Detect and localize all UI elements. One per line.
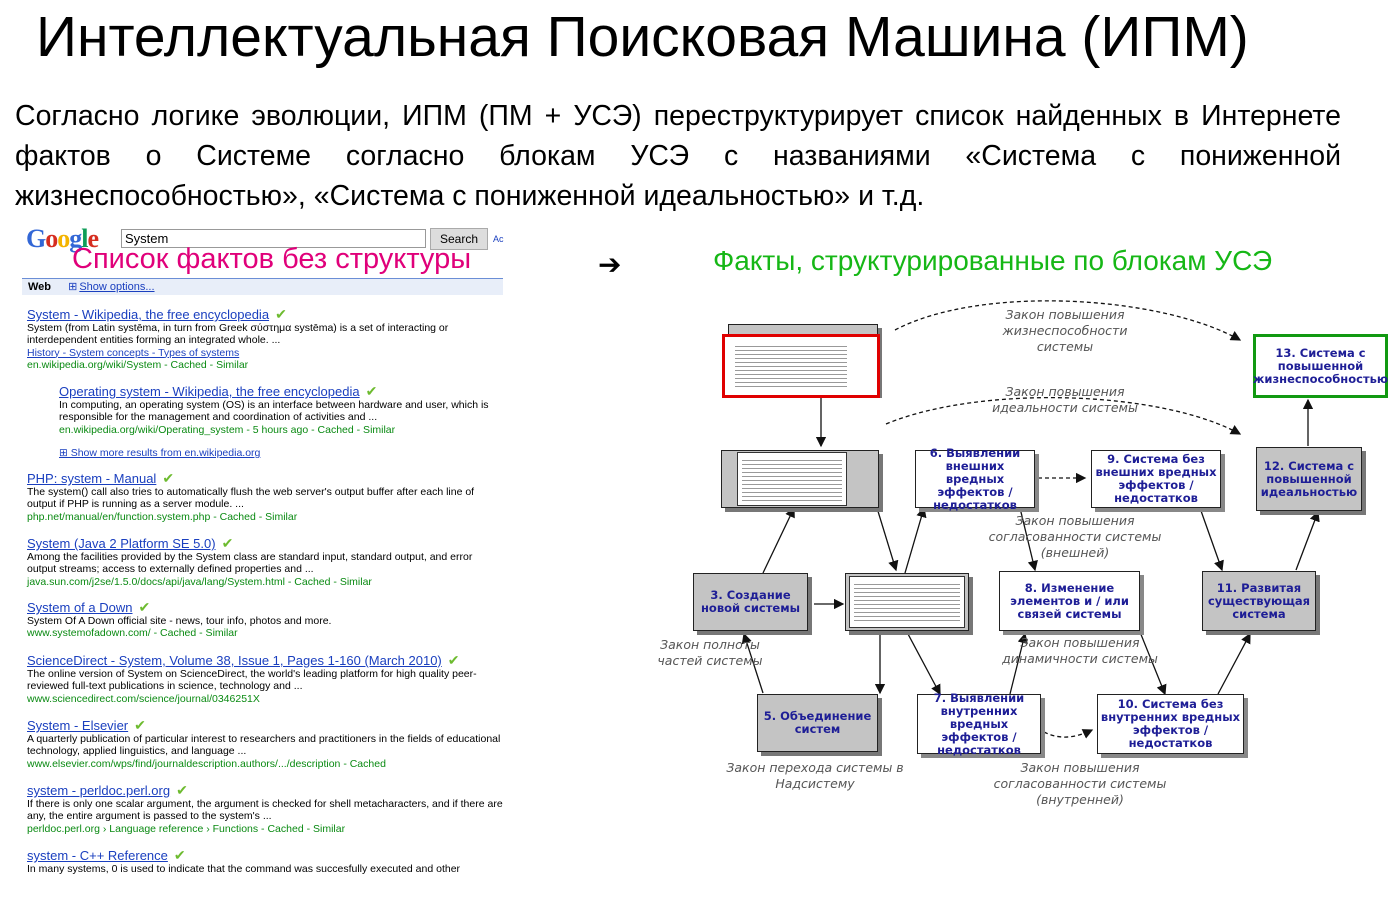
law-internal-consistency: Закон повышения согласованности системы … [993,760,1167,807]
left-heading: Список фактов без структуры [72,243,472,275]
result-title-link[interactable]: System - Elsevier✔ [27,717,146,734]
search-result: system - C++ Reference✔In many systems, … [27,847,503,876]
result-snippet: System Of A Down official site - news, t… [27,615,332,627]
result-snippet: In computing, an operating system (OS) i… [59,399,489,424]
arrow-3-2 [762,506,795,574]
star-icon[interactable]: ✔ [365,383,378,399]
results-bar: Web ⊞Show options... [22,278,503,295]
slide-title: Интеллектуальная Поисковая Машина (ИПМ) [36,5,1249,69]
arrow-right-icon: ➔ [598,249,622,280]
result-snippet: The online version of System on ScienceD… [27,668,477,693]
result-snippet: If there is only one scalar argument, th… [27,798,503,823]
thumbnail-2 [737,452,847,506]
star-icon[interactable]: ✔ [162,470,175,486]
red-highlight-thumbnail [722,334,880,398]
arrow-6-8 [1019,507,1038,572]
show-more-results-link[interactable]: ⊞ Show more results from en.wikipedia.or… [59,447,261,459]
arrow-9-11 [1199,507,1224,572]
advanced-search-link[interactable]: Ac [493,234,504,244]
law-external-consistency: Закон повышения согласованности системы … [988,513,1162,560]
show-options-link[interactable]: Show options... [79,281,155,293]
result-snippet: The system() call also tries to automati… [27,486,475,511]
arrow-5-3 [741,632,764,694]
box-9: 9. Система без внешних вредных эффектов … [1091,450,1221,508]
arrow-7-10 [1043,729,1094,739]
thumbnail-4 [849,576,965,628]
result-snippet: A quarterly publication of particular in… [27,733,501,758]
result-title-link[interactable]: System - Wikipedia, the free encyclopedi… [27,306,287,323]
search-result: Operating system - Wikipedia, the free e… [59,384,503,436]
plus-icon[interactable]: ⊞ [68,281,78,293]
search-result: System (Java 2 Platform SE 5.0)✔Among th… [27,536,503,588]
search-button[interactable]: Search [430,228,488,250]
result-url: www.elsevier.com/wps/find/journaldescrip… [27,757,386,770]
box-11: 11. Развитая существующая система [1202,571,1316,631]
right-heading: Факты, структурированные по блокам УСЭ [713,245,1273,276]
arrow-4-7 [907,633,941,696]
star-icon[interactable]: ✔ [176,782,188,798]
box-7: 7. Выявлении внутренних вредных эффектов… [917,691,1041,756]
search-result: System of a Down✔System Of A Down offici… [27,600,503,640]
box-8: 8. Изменение элементов и / или связей си… [999,571,1140,631]
result-url: en.wikipedia.org/wiki/Operating_system -… [59,423,396,436]
box-13: 13. Система с повышенной жизнеспособност… [1253,334,1388,398]
arrow-1-13 [894,300,1242,341]
arrow-2-12 [885,396,1242,435]
result-url: java.sun.com/j2se/1.5.0/docs/api/java/la… [27,575,372,588]
result-title-link[interactable]: ScienceDirect - System, Volume 38, Issue… [27,652,460,669]
search-result: PHP: system - Manual✔The system() call a… [27,471,503,523]
result-snippet: System (from Latin systēma, in turn from… [27,322,449,347]
web-label: Web [28,281,52,293]
star-icon[interactable]: ✔ [221,535,234,551]
result-title-link[interactable]: System of a Down✔ [27,599,151,616]
result-url: www.sciencedirect.com/science/journal/03… [27,692,260,705]
result-snippet: In many systems, 0 is used to indicate t… [27,863,461,875]
search-result: System - Elsevier✔A quarterly publicatio… [27,718,503,770]
search-result: system - perldoc.perl.org✔If there is on… [27,783,503,835]
result-url: perldoc.perl.org › Language reference › … [27,822,346,835]
result-snippet: Among the facilities provided by the Sys… [27,551,473,576]
box-12: 12. Система с повышенной идеальностью [1256,447,1362,511]
star-icon[interactable]: ✔ [275,306,287,322]
law-viability: Закон повышения жизнеспособности системы [1002,307,1128,354]
result-title-link[interactable]: system - perldoc.perl.org✔ [27,782,188,799]
arrow-4-6 [904,506,927,574]
star-icon[interactable]: ✔ [447,652,460,668]
search-result: System - Wikipedia, the free encyclopedi… [27,307,503,371]
intro-paragraph: Согласно логике эволюции, ИПМ (ПМ + УСЭ)… [15,100,1341,212]
law-completeness: Закон полноты частей системы [657,637,763,668]
star-icon[interactable]: ✔ [138,599,151,615]
search-result: ⊞ Show more results from en.wikipedia.or… [59,447,503,459]
star-icon[interactable]: ✔ [173,847,186,863]
law-ideality: Закон повышения идеальности системы [992,384,1138,415]
box-10: 10. Система без внутренних вредных эффек… [1097,694,1244,754]
result-sublinks[interactable]: History - System concepts - Types of sys… [27,346,240,359]
arrow-7-8 [1009,632,1028,695]
result-url: php.net/manual/en/function.system.php - … [27,510,298,523]
box-5: 5. Объединение систем [757,694,878,752]
result-title-link[interactable]: System (Java 2 Platform SE 5.0)✔ [27,535,234,552]
box-6: 6. Выявлении внешних вредных эффектов / … [915,446,1035,511]
result-url: www.systemofadown.com/ - Cached - Simila… [27,627,238,640]
arrow-10-11 [1217,632,1251,695]
arrow-8-10 [1139,631,1167,696]
search-result: ScienceDirect - System, Volume 38, Issue… [27,653,503,705]
law-dynamics: Закон повышения динамичности системы [1002,635,1158,666]
google-logo: Google [26,224,99,253]
result-title-link[interactable]: system - C++ Reference✔ [27,847,186,864]
result-url: en.wikipedia.org/wiki/System - Cached - … [27,358,249,371]
arrow-11-12 [1295,510,1320,571]
result-title-link[interactable]: PHP: system - Manual✔ [27,470,175,487]
result-title-link[interactable]: Operating system - Wikipedia, the free e… [59,383,378,400]
arrow-2-4 [876,507,899,572]
law-supersystem: Закон перехода системы в Надсистему [726,760,904,791]
box-3: 3. Создание новой системы [693,573,808,631]
search-input[interactable]: System [121,229,426,248]
star-icon[interactable]: ✔ [134,717,146,733]
